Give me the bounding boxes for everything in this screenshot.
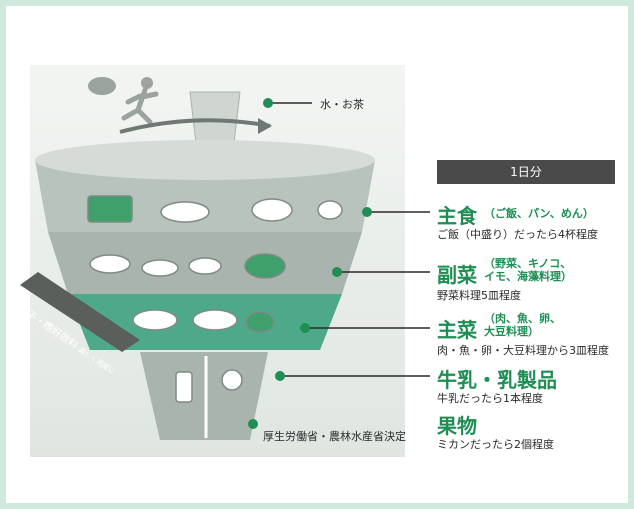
fruit-dot [248, 419, 258, 429]
running-figure-icon [121, 77, 159, 125]
food-onigiri [317, 200, 343, 220]
grain-serving: ご飯（中盛り）だったら4杯程度 [437, 228, 598, 241]
main-dish-detail-1: （肉、魚、卵、 [484, 312, 561, 325]
main-dish-detail-2: 大豆料理） [484, 325, 539, 338]
milk-title: 牛乳・乳製品 [437, 368, 557, 392]
milk-dot [275, 371, 285, 381]
water-label: 水・お茶 [320, 98, 364, 111]
day-badge: 1日分 [437, 160, 615, 184]
food-soup-bowl [244, 253, 286, 279]
main-dish-dot [300, 323, 310, 333]
vegetable-dot [332, 267, 342, 277]
food-salad-plate [89, 254, 131, 274]
credit-label: 厚生労働省・農林水産省決定 [263, 430, 406, 443]
water-dot [263, 98, 273, 108]
grain-dot [362, 207, 372, 217]
main-dish-serving: 肉・魚・卵・大豆料理から3皿程度 [437, 344, 609, 357]
grain-detail: （ご飯、パン、めん） [484, 207, 594, 220]
arrowhead-icon [258, 118, 272, 134]
vegetable-title: 副菜 [437, 263, 477, 287]
food-fish-plate [132, 309, 178, 331]
food-milk-bottle [175, 371, 193, 403]
vegetable-detail-2: イモ、海藻料理） [484, 270, 572, 283]
speech-bubble-icon [88, 77, 116, 95]
fruit-serving: ミカンだったら2個程度 [437, 438, 554, 451]
food-tofu-plate [192, 309, 238, 331]
tier-milk-fruit [140, 352, 268, 440]
fruit-title: 果物 [437, 414, 477, 438]
snack-band [20, 272, 140, 352]
main-dish-title: 主菜 [437, 318, 477, 342]
vegetable-detail-1: （野菜、キノコ、 [484, 257, 572, 270]
vegetable-serving: 野菜料理5皿程度 [437, 289, 521, 302]
tier-grain-top [35, 140, 375, 180]
food-fruit [221, 369, 243, 391]
food-rice-bowl [160, 201, 210, 223]
spin-arrow [119, 118, 271, 134]
milk-serving: 牛乳だったら1本程度 [437, 392, 543, 405]
food-vegetable-plate [141, 259, 179, 277]
grain-title: 主食 [437, 204, 477, 228]
food-rice-ball-plate [87, 195, 133, 223]
food-side-bowl [188, 257, 222, 275]
food-noodle-bowl [251, 198, 293, 222]
food-egg-plate [245, 311, 275, 333]
